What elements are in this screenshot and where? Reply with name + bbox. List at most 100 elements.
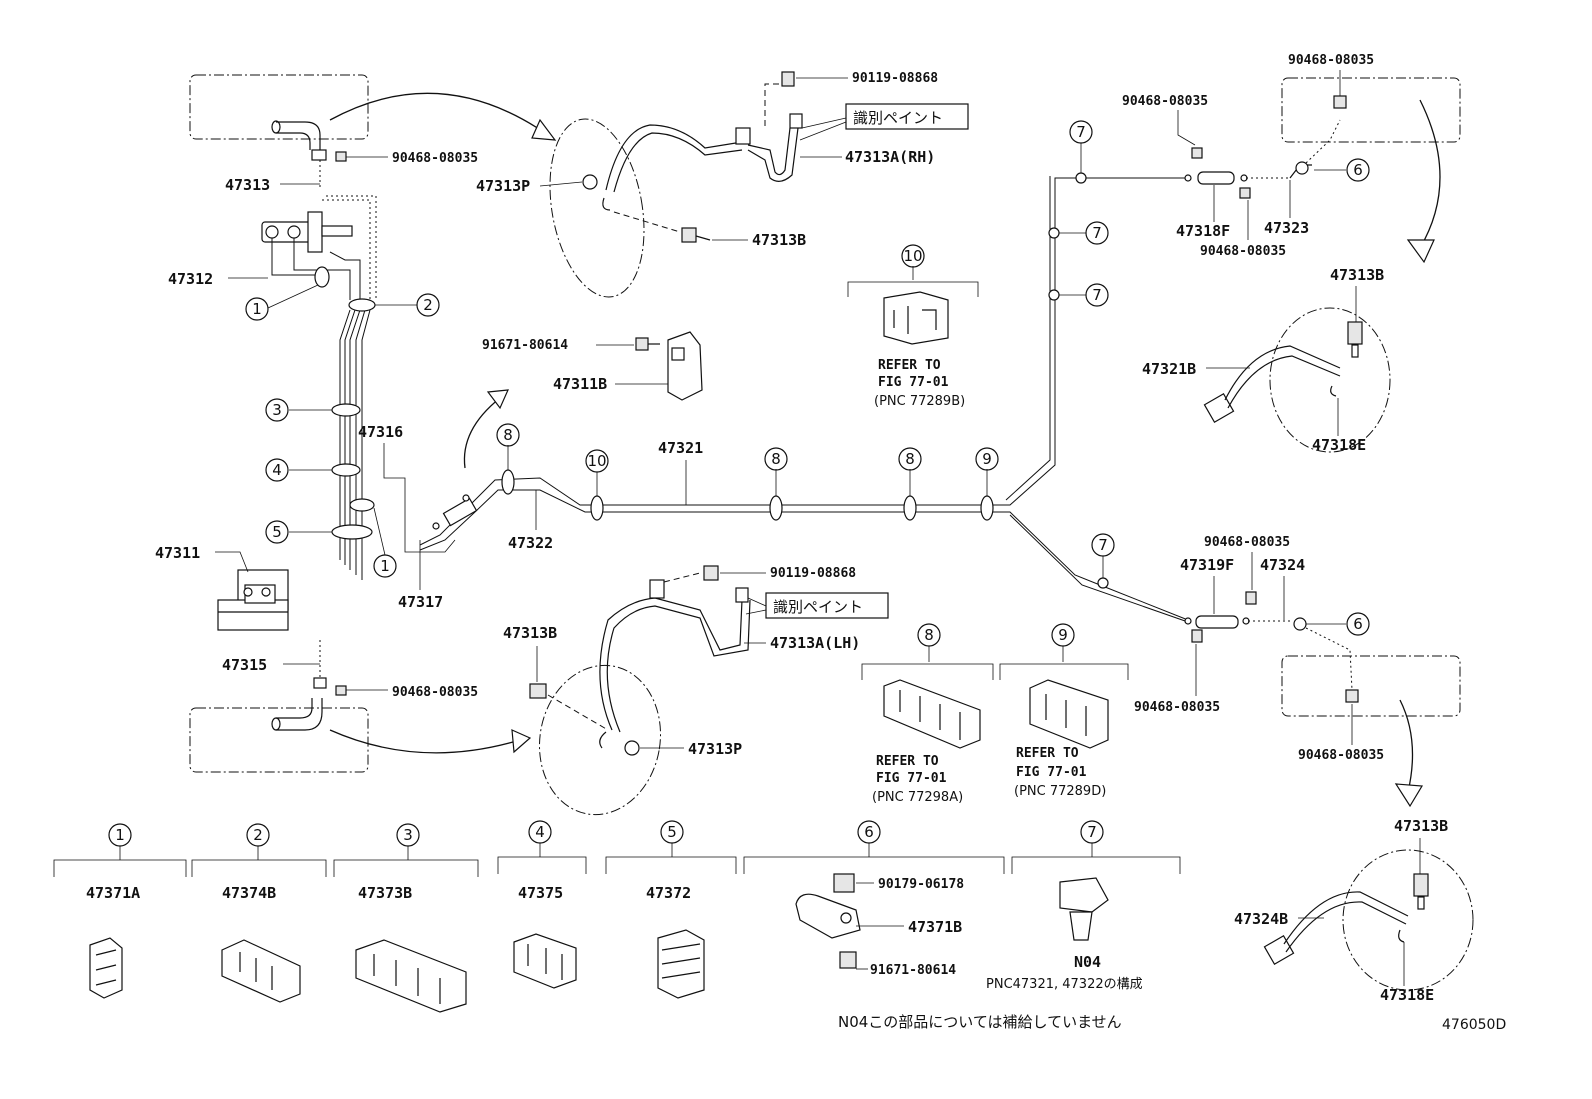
clamp-10 (590, 495, 604, 521)
front-lh-inset (189, 698, 532, 773)
label-47316: 47316 (358, 423, 403, 441)
svg-text:7: 7 (1087, 823, 1097, 841)
label-47323: 47323 (1264, 219, 1309, 237)
callout-6a: 6 (1346, 158, 1370, 182)
svg-text:8: 8 (771, 450, 781, 468)
refer-block-10: 10 REFER TO FIG 77-01 (PNC 77289B) (847, 244, 979, 409)
label-90468-bottom-left: 90468-08035 (392, 685, 478, 700)
svg-text:1: 1 (252, 300, 262, 318)
callout-6b: 6 (1346, 612, 1370, 636)
rear-lh-hose-47324B (1263, 849, 1474, 991)
legend-3: 3 47373B (333, 823, 479, 1013)
clamp-8-a (501, 469, 515, 495)
label-47324B: 47324B (1234, 910, 1288, 928)
rear-lh-hose-junction (1184, 591, 1307, 643)
label-90119-08868-rh: 90119-08868 (852, 71, 938, 86)
svg-text:10: 10 (903, 247, 922, 265)
label-90468-mid-right: 90468-08035 (1204, 535, 1290, 550)
front-rh-caliper-assembly (549, 71, 803, 298)
svg-text:7: 7 (1092, 286, 1102, 304)
callout-8c: 8 (898, 447, 922, 471)
rear-lh-inset (1281, 627, 1461, 808)
label-90468-top-mid: 90468-08035 (1122, 94, 1208, 109)
svg-text:9: 9 (982, 450, 992, 468)
clamp-8-c (903, 495, 917, 521)
svg-text:REFER TO: REFER TO (878, 358, 941, 373)
label-90468-lower-mid: 90468-08035 (1134, 700, 1220, 715)
svg-text:7: 7 (1092, 224, 1102, 242)
callout-7b: 7 (1085, 221, 1109, 245)
svg-text:8: 8 (905, 450, 915, 468)
label-47324: 47324 (1260, 556, 1305, 574)
callout-10: 10 (585, 449, 609, 473)
svg-text:91671-80614: 91671-80614 (870, 963, 956, 978)
label-47318F: 47318F (1176, 222, 1230, 240)
brake-pipe-bundle (271, 195, 377, 580)
legend-6: 6 90179-06178 47371B 91671-80614 (743, 820, 1005, 978)
label-47319F: 47319F (1180, 556, 1234, 574)
callout-8a: 8 (496, 423, 520, 447)
clamp-9 (980, 495, 994, 521)
svg-text:47371A: 47371A (86, 884, 140, 902)
clamp-8-b (769, 495, 783, 521)
label-47313P-rh: 47313P (476, 177, 530, 195)
svg-text:47373B: 47373B (358, 884, 412, 902)
footnote: N04この部品については補給していません (838, 1013, 1122, 1031)
svg-text:6: 6 (1353, 615, 1363, 633)
svg-text:8: 8 (924, 626, 934, 644)
legend-7: 7 N04 PNC47321, 47322の構成 (986, 820, 1181, 992)
label-paint-rh: 識別ペイント (853, 109, 943, 127)
callout-7c: 7 (1085, 283, 1109, 307)
callout-2: 2 (416, 293, 440, 317)
svg-text:7: 7 (1098, 536, 1108, 554)
svg-text:1: 1 (380, 557, 390, 575)
legend-5: 5 47372 (605, 820, 737, 999)
svg-text:47372: 47372 (646, 884, 691, 902)
legend-1: 1 47371A (53, 823, 187, 999)
label-47313A-lh: 47313A(LH) (770, 634, 860, 652)
label-91671-80614-mid: 91671-80614 (482, 338, 568, 353)
rear-rh-hose-junction (1184, 119, 1341, 199)
label-90468-top-left: 90468-08035 (392, 151, 478, 166)
svg-text:47374B: 47374B (222, 884, 276, 902)
bracket-47311B (667, 331, 703, 401)
label-47311B: 47311B (553, 375, 607, 393)
label-47318E-l: 47318E (1380, 986, 1434, 1004)
svg-text:4: 4 (535, 823, 545, 841)
svg-text:90179-06178: 90179-06178 (878, 877, 964, 892)
svg-text:47375: 47375 (518, 884, 563, 902)
clip-90468-bottom-left (335, 685, 347, 696)
label-47315: 47315 (222, 656, 267, 674)
svg-text:47371B: 47371B (908, 918, 962, 936)
callout-7d: 7 (1091, 533, 1115, 557)
label-90468-lower-right: 90468-08035 (1298, 748, 1384, 763)
legend-4: 4 47375 (497, 820, 587, 989)
label-47313P-lh: 47313P (688, 740, 742, 758)
callout-5: 5 (265, 520, 289, 544)
clamp-3 (331, 403, 361, 417)
label-47313B-rh: 47313B (752, 231, 806, 249)
clamp-4 (331, 463, 361, 477)
svg-text:10: 10 (587, 452, 606, 470)
rear-rh-inset (1281, 77, 1461, 264)
svg-text:FIG 77-01: FIG 77-01 (878, 375, 949, 390)
clip-7-d (1097, 577, 1109, 589)
bolt-91671 (635, 337, 660, 351)
label-47321B: 47321B (1142, 360, 1196, 378)
paint-box-lh (765, 592, 889, 619)
svg-text:1: 1 (115, 826, 125, 844)
abs-actuator-47311 (217, 569, 289, 631)
svg-text:FIG 77-01: FIG 77-01 (876, 771, 947, 786)
svg-text:8: 8 (503, 426, 513, 444)
label-47313A-rh: 47313A(RH) (845, 148, 935, 166)
clip-7-a (1075, 172, 1087, 184)
front-lh-caliper-assembly (529, 565, 751, 816)
rear-rh-hose-47321B (1203, 307, 1391, 453)
svg-text:(PNC 77289B): (PNC 77289B) (874, 394, 965, 409)
svg-text:(PNC 77289D): (PNC 77289D) (1014, 784, 1106, 799)
svg-text:(PNC 77298A): (PNC 77298A) (872, 790, 963, 805)
svg-text:5: 5 (272, 523, 282, 541)
label-47321: 47321 (658, 439, 703, 457)
svg-text:FIG 77-01: FIG 77-01 (1016, 765, 1087, 780)
